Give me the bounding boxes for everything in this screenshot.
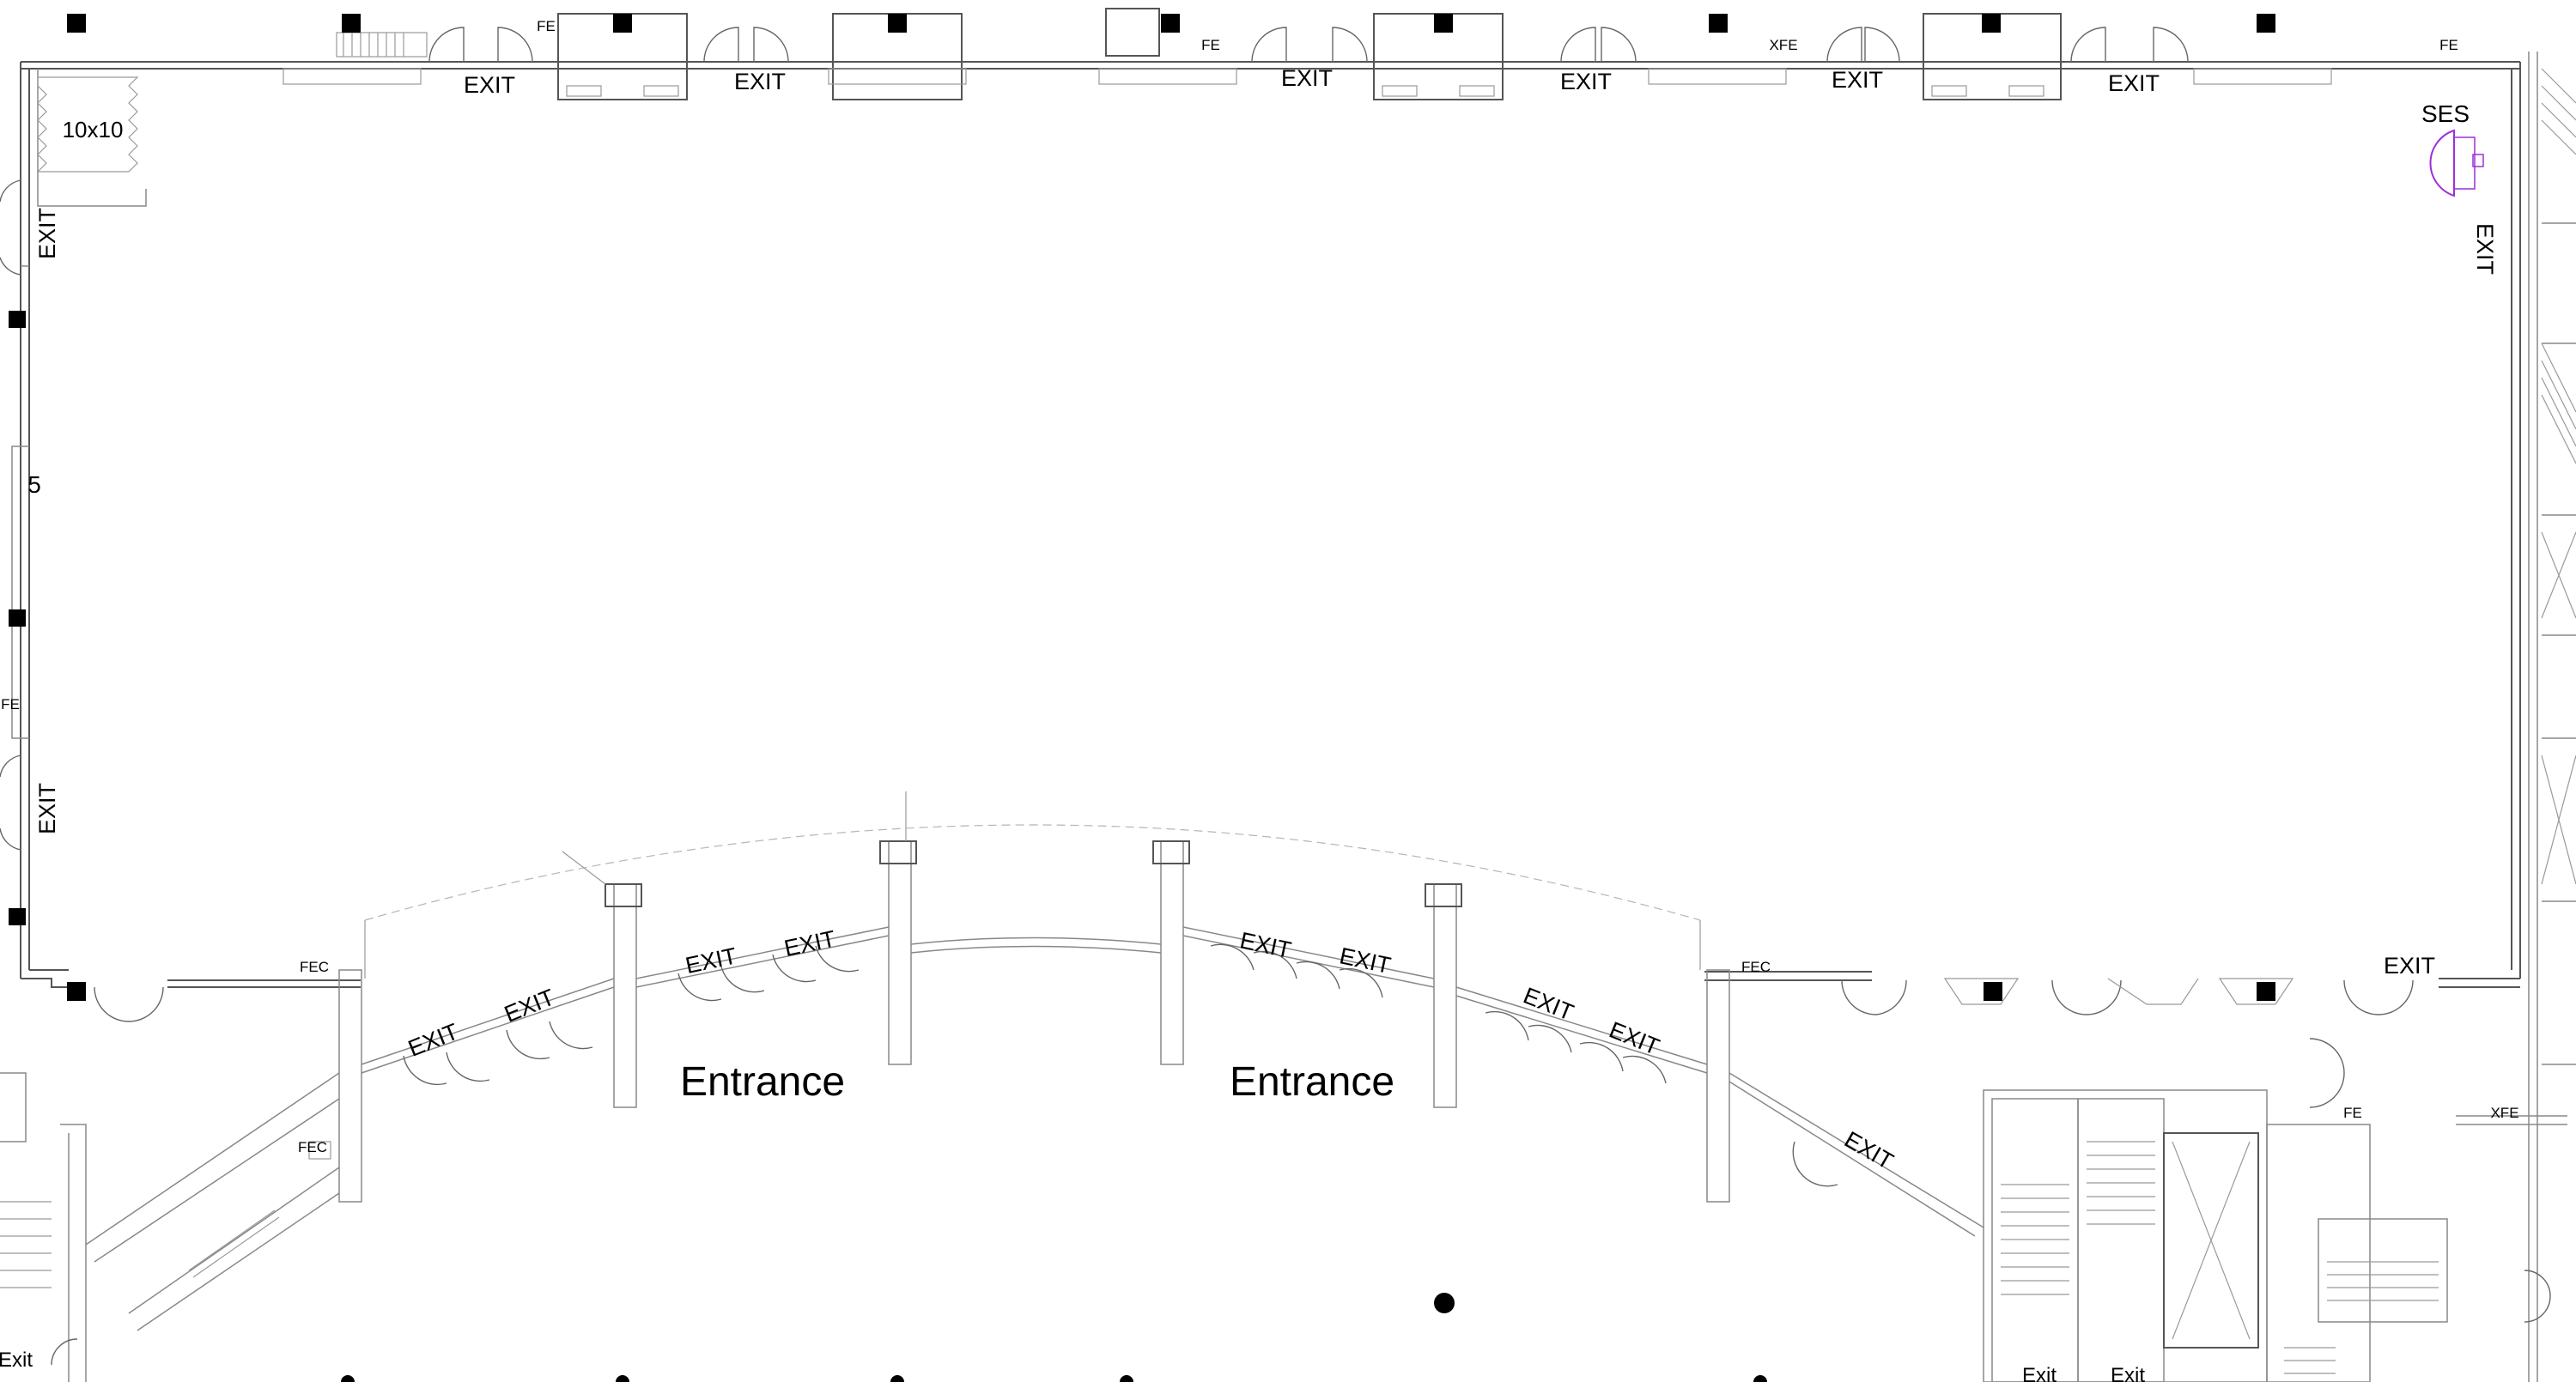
- exit-label: EXIT: [782, 925, 838, 961]
- top-exit-labels: EXIT EXIT EXIT EXIT EXIT EXIT: [464, 65, 2160, 98]
- fec-label: FEC: [300, 959, 329, 975]
- bottom-doors: [94, 978, 2414, 1108]
- canopy-line: [364, 824, 1701, 921]
- column-square-icon: [1709, 14, 1728, 33]
- row-number-label: 5: [27, 471, 41, 498]
- exit-label: EXIT: [1337, 943, 1393, 979]
- exit-label: EXIT: [1560, 69, 1612, 94]
- exit-label: Exit: [2022, 1364, 2057, 1382]
- exit-label: EXIT: [404, 1019, 462, 1062]
- booth-10x10: 10x10: [36, 76, 139, 173]
- xfe-label: XFE: [1769, 37, 1797, 53]
- exit-label: Exit: [0, 1349, 33, 1372]
- booth-label: 10x10: [63, 117, 124, 142]
- exit-label: EXIT: [1237, 927, 1293, 963]
- column-square-icon: [9, 609, 26, 627]
- column-square-icon: [1161, 14, 1180, 33]
- column-square-icon: [613, 14, 632, 33]
- column-square-icon: [342, 14, 361, 33]
- entrance-piers: [338, 791, 1730, 1203]
- column-square-icon: [1434, 14, 1453, 33]
- exit-label: EXIT: [34, 783, 60, 834]
- column-square-icon: [1984, 982, 2002, 1001]
- exit-label: EXIT: [464, 72, 515, 98]
- fe-label: FE: [1201, 37, 1220, 53]
- exit-label: EXIT: [734, 69, 786, 94]
- xfe-label: XFE: [2490, 1105, 2518, 1121]
- entrance-label: Entrance: [1230, 1059, 1394, 1105]
- exit-label: EXIT: [34, 208, 60, 259]
- entrance-exit-labels: EXIT EXIT EXIT EXIT EXIT EXIT EXIT EXIT …: [404, 925, 2435, 1174]
- fe-label: FE: [1, 696, 20, 712]
- elevator-icon: [2163, 1132, 2259, 1349]
- columns: [9, 14, 2275, 1382]
- column-square-icon: [67, 14, 86, 33]
- lower-left-stair: [0, 1072, 340, 1382]
- top-doors: [428, 27, 2189, 63]
- exit-label: EXIT: [2384, 953, 2435, 979]
- fe-label: FE: [2439, 37, 2458, 53]
- ses-label: SES: [2421, 100, 2470, 127]
- entrance-glazing: [361, 926, 1984, 1237]
- left-doors: [0, 69, 147, 851]
- column-square-icon: [9, 908, 26, 925]
- ses-symbol: SES: [2421, 100, 2484, 197]
- exit-label: EXIT: [2472, 223, 2498, 275]
- fe-label: FE: [537, 18, 556, 34]
- exit-label: EXIT: [2108, 70, 2160, 96]
- exit-label: EXIT: [683, 943, 739, 979]
- exit-label: EXIT: [501, 985, 558, 1027]
- lower-right-core: [1983, 1089, 2567, 1382]
- exit-label: EXIT: [1832, 67, 1883, 93]
- fire-equipment-labels: FE FE XFE FE FE FEC FEC FEC FE XFE: [1, 18, 2518, 1155]
- column-square-icon: [9, 311, 26, 328]
- exit-label: EXIT: [1281, 65, 1333, 91]
- fec-label: FEC: [1741, 959, 1771, 975]
- entrance-label: Entrance: [680, 1059, 845, 1105]
- exit-label: EXIT: [1520, 983, 1577, 1026]
- column-square-icon: [888, 14, 907, 33]
- exit-label: EXIT: [1840, 1126, 1898, 1174]
- column-square-icon: [2257, 982, 2275, 1001]
- column-round-icon: [1434, 1293, 1455, 1313]
- fe-label: FE: [2343, 1105, 2362, 1121]
- column-square-icon: [2257, 14, 2275, 33]
- exit-label: Exit: [2111, 1364, 2145, 1382]
- column-square-icon: [1982, 14, 2001, 33]
- hall-walls: [20, 52, 2576, 1382]
- ses-symbol-icon: [2429, 129, 2455, 197]
- column-square-icon: [67, 982, 86, 1001]
- fec-label: FEC: [298, 1139, 327, 1155]
